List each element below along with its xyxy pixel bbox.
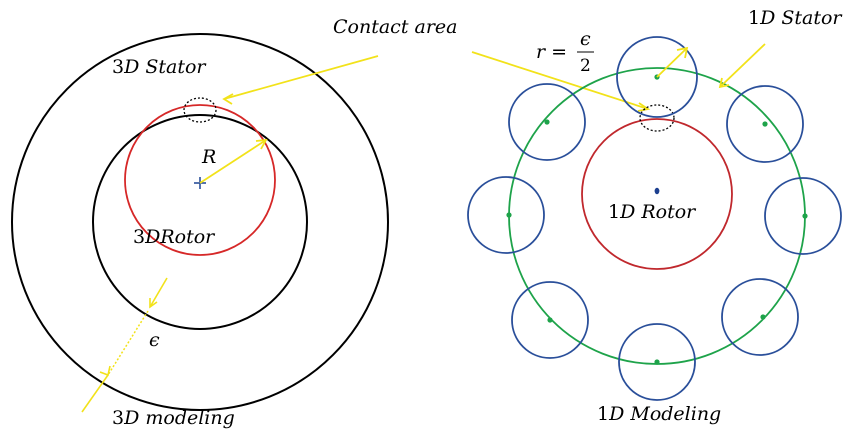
contact-area-arrow-left — [222, 55, 379, 105]
gap-epsilon-arrows — [81, 277, 168, 413]
rotor-3d-circle — [124, 104, 276, 256]
modeling-3d-label: 3D modeling — [112, 407, 235, 429]
contact-area-arrow-right — [471, 51, 651, 112]
stator-1d-label-text: D Stator — [759, 7, 843, 29]
stator-1d-circle-top-left — [508, 83, 586, 161]
formula-numerator: ϵ — [580, 28, 591, 50]
contact-area-1d — [639, 104, 675, 132]
model-1d: r = ϵ 2 1D Stator 1D Rotor 1D Modeling — [467, 7, 843, 425]
stator-1d-arrow — [718, 43, 766, 89]
stator-1d-circle-top — [616, 36, 698, 118]
stator-3d-outer-circle — [11, 33, 389, 411]
stator-1d-circle-top-right — [726, 85, 804, 163]
stator-1d-circle-bottom — [618, 323, 696, 401]
stator-1d-circle-bottom-left — [511, 281, 589, 359]
contact-area-group: Contact area — [222, 16, 651, 112]
contact-area-label: Contact area — [333, 16, 457, 38]
stator-1d-label: 1D Stator — [748, 7, 843, 29]
rotor-1d-label-num: 1 — [608, 201, 620, 223]
dot-icon — [762, 121, 768, 127]
stator-3d-label: 3D Stator — [112, 56, 207, 78]
stator-1d-circle-right — [764, 177, 842, 255]
rotor-1d-label: 1D Rotor — [608, 201, 697, 223]
modeling-3d-label-num: 3 — [112, 407, 124, 429]
dot-icon — [654, 187, 660, 195]
radius-arrow — [199, 138, 268, 184]
dot-icon — [506, 212, 512, 218]
radius-label: R — [201, 146, 216, 168]
dot-icon — [544, 119, 550, 125]
formula-lhs: r = — [536, 41, 567, 63]
rotor-3d-label-num: 3 — [133, 226, 145, 248]
stator-1d-circles — [467, 36, 842, 401]
modeling-1d-label-text: D Modeling — [608, 403, 721, 425]
epsilon-label: ϵ — [149, 329, 160, 351]
rotor-3d-label: 3DRotor — [133, 226, 216, 248]
rotor-1d-label-text: D Rotor — [619, 201, 697, 223]
model-3d: 3D Stator R 3DRotor ϵ 3D modeling — [11, 33, 389, 429]
stator-1d-circle-left — [467, 176, 545, 254]
radius-formula: r = ϵ 2 — [536, 28, 594, 76]
dot-icon — [802, 213, 808, 219]
modeling-3d-label-text: D modeling — [123, 407, 235, 429]
dot-icon — [547, 317, 553, 323]
modeling-1d-label: 1D Modeling — [597, 403, 721, 425]
modeling-1d-label-num: 1 — [597, 403, 609, 425]
dot-icon — [654, 359, 660, 365]
stator-3d-label-num: 3 — [112, 56, 124, 78]
small-radius-arrow — [656, 46, 689, 78]
stator-1d-label-num: 1 — [748, 7, 760, 29]
rotor-1d-circle — [581, 118, 733, 270]
stator-3d-inner-circle — [92, 114, 308, 330]
stator-3d-label-text: D Stator — [123, 56, 207, 78]
rotor-3d-label-text: DRotor — [144, 226, 216, 248]
formula-denominator: 2 — [580, 56, 591, 76]
contact-area-3d — [183, 97, 217, 123]
dot-icon — [760, 314, 766, 320]
stator-1d-circle-bottom-right — [721, 278, 799, 356]
